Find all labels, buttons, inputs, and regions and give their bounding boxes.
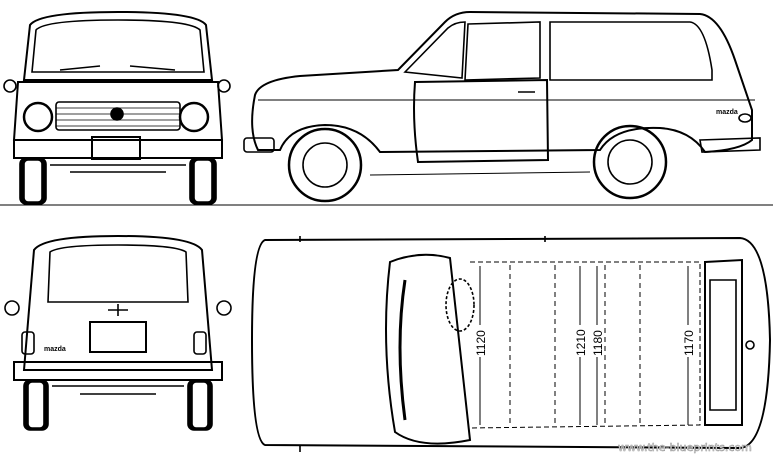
side-view: mazda: [243, 10, 761, 203]
dimension-label: 1120: [474, 330, 488, 356]
watermark: www.the-blueprints.com: [618, 441, 752, 454]
side-emblem: mazda: [716, 109, 738, 116]
dimension-label: 1180: [591, 330, 605, 356]
rear-view: mazda: [4, 234, 232, 431]
front-view: [3, 10, 231, 205]
dimension-labels: 1120 1210 1180 1170: [474, 325, 696, 357]
dimension-label: 1170: [682, 330, 696, 356]
top-view: 1120 1210 1180 1170: [250, 236, 772, 452]
rear-badge: mazda: [44, 346, 66, 353]
dimension-label: 1210: [574, 329, 588, 356]
